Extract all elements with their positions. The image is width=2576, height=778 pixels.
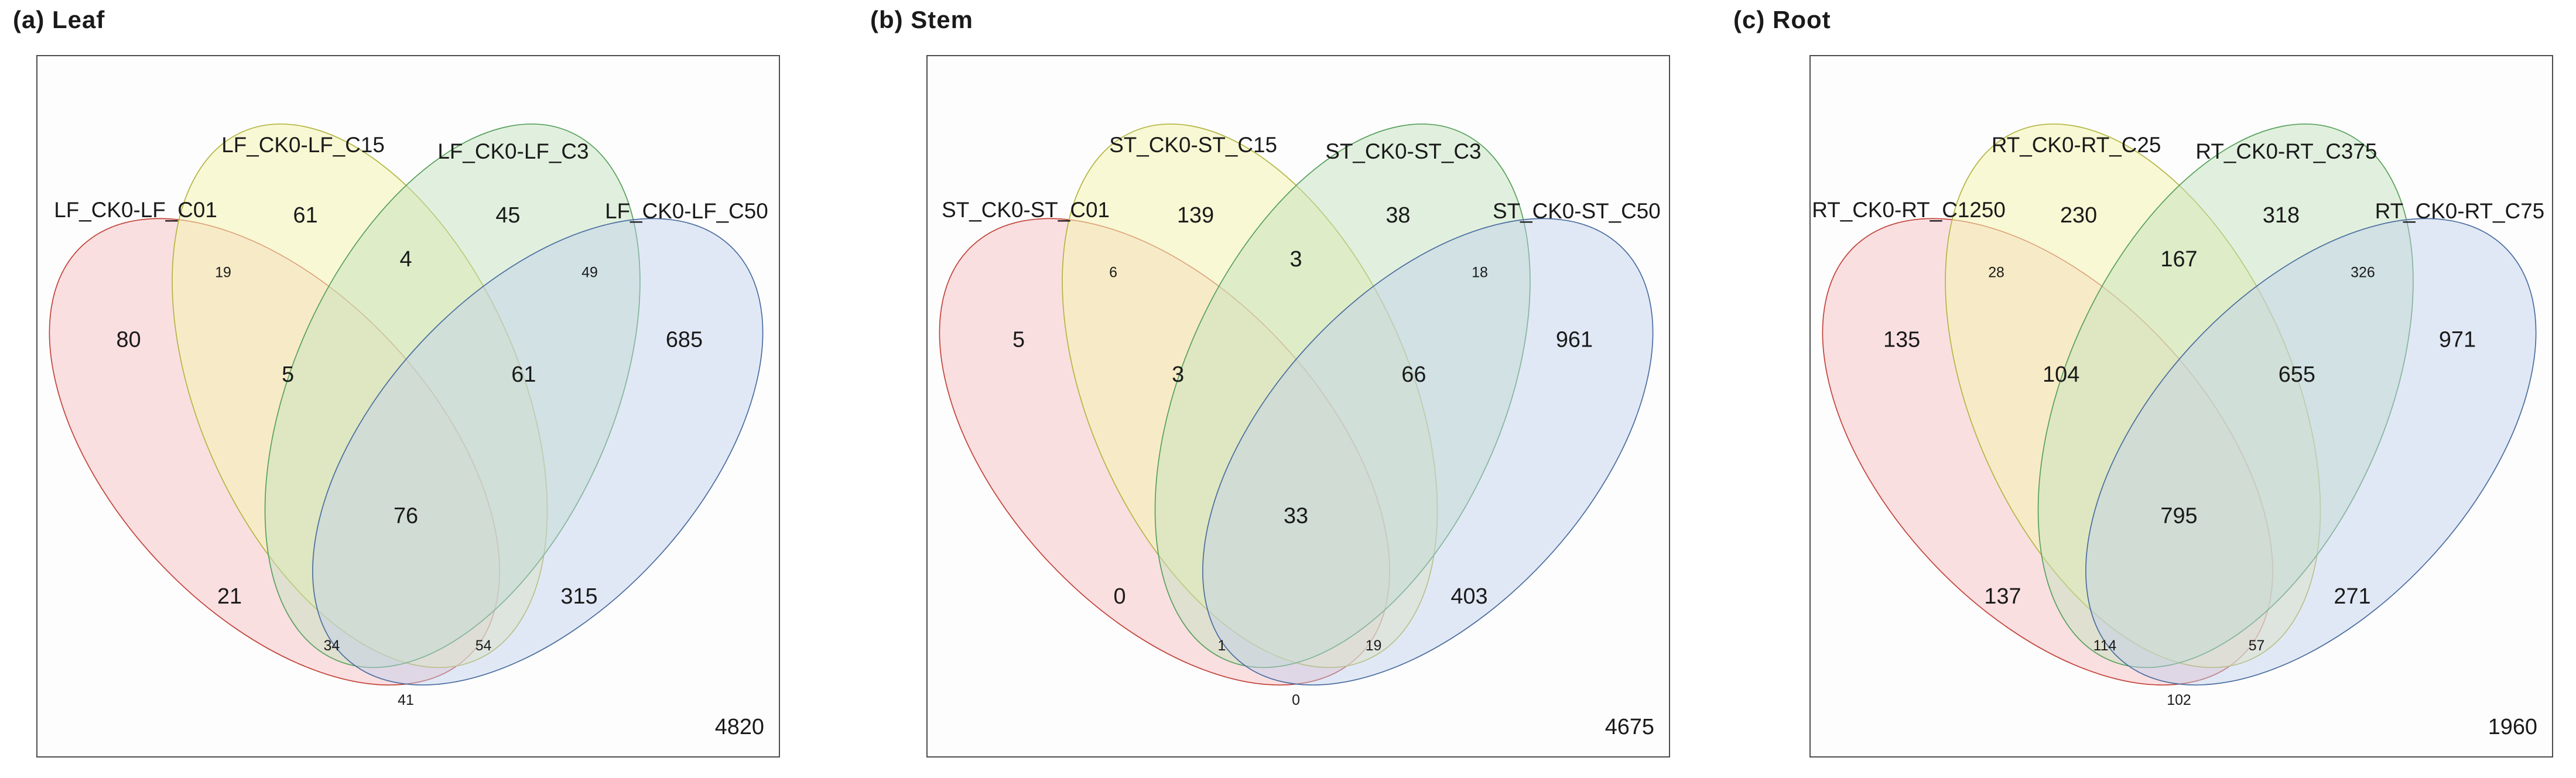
venn-diagram-stem: ST_CK0-ST_C01 ST_CK0-ST_C15 ST_CK0-ST_C3ST… <box>939 124 1661 739</box>
venn-ellipse-set4 <box>2085 218 2537 686</box>
region-count-AB: 28 <box>1988 264 2004 280</box>
region-count-AD: 102 <box>2167 692 2191 708</box>
set-label-2: ST_CK0-ST_C15 <box>1109 133 1277 157</box>
venn-ellipse-set4 <box>1202 218 1654 686</box>
region-count-A: 5 <box>1012 327 1025 352</box>
set-label-4: ST_CK0-ST_C50 <box>1493 199 1661 223</box>
region-count-AC: 0 <box>1113 584 1125 609</box>
region-count-BC: 167 <box>2160 247 2197 272</box>
venn-ellipse-set4 <box>312 218 764 686</box>
venn-ellipse-set3 <box>2037 124 2414 669</box>
region-count-CD: 18 <box>1472 264 1488 280</box>
region-count-BC: 4 <box>399 247 412 272</box>
region-count-AB: 19 <box>215 264 231 280</box>
region-count-C: 318 <box>2263 203 2300 228</box>
region-count-B: 139 <box>1177 203 1214 228</box>
outside-count: 4675 <box>1605 715 1654 739</box>
region-count-A: 135 <box>1883 327 1920 352</box>
region-count-ABC: 3 <box>1172 362 1184 387</box>
venn-diagram-leaf: LF_CK0-LF_C01 LF_CK0-LF_C15 LF_CK0-LF_C3LF… <box>49 124 768 739</box>
set-label-2: LF_CK0-LF_C15 <box>221 133 385 157</box>
region-count-CD: 49 <box>581 264 598 280</box>
region-count-D: 961 <box>1556 327 1593 352</box>
set-label-1: ST_CK0-ST_C01 <box>942 198 1110 222</box>
outside-count: 4820 <box>715 715 764 739</box>
region-count-BD: 315 <box>560 584 597 609</box>
region-count-ABC: 104 <box>2043 362 2079 387</box>
outside-count: 1960 <box>2488 715 2537 739</box>
region-count-ABCD: 33 <box>1284 503 1308 528</box>
region-count-D: 971 <box>2439 327 2476 352</box>
region-count-D: 685 <box>666 327 703 352</box>
region-count-ABD: 54 <box>475 638 492 654</box>
region-count-BD: 271 <box>2334 584 2370 609</box>
region-count-ABCD: 76 <box>394 503 418 528</box>
region-count-AB: 6 <box>1109 264 1117 280</box>
region-count-BCD: 61 <box>511 362 536 387</box>
set-label-4: LF_CK0-LF_C50 <box>605 199 768 223</box>
set-label-3: ST_CK0-ST_C3 <box>1325 139 1481 163</box>
panel-title-leaf: (a) Leaf <box>13 6 105 33</box>
venn-plot-box-root: RT_CK0-RT_C1250 RT_CK0-RT_C25 RT_CK0-RT_C3… <box>1809 55 2553 758</box>
set-label-3: LF_CK0-LF_C3 <box>437 139 589 163</box>
region-count-BCD: 66 <box>1401 362 1426 387</box>
region-count-ACD: 1 <box>1218 638 1226 654</box>
region-count-C: 38 <box>1386 203 1410 228</box>
set-label-4: RT_CK0-RT_C75 <box>2375 199 2545 223</box>
set-label-1: LF_CK0-LF_C01 <box>54 198 217 222</box>
venn-diagram-root: RT_CK0-RT_C1250 RT_CK0-RT_C25 RT_CK0-RT_C3… <box>1812 124 2545 739</box>
region-count-ACD: 114 <box>2093 638 2117 654</box>
region-count-BD: 403 <box>1451 584 1487 609</box>
set-label-1: RT_CK0-RT_C1250 <box>1812 198 2006 222</box>
region-count-AC: 137 <box>1984 584 2021 609</box>
region-count-AD: 41 <box>398 692 414 708</box>
set-label-2: RT_CK0-RT_C25 <box>1992 133 2161 157</box>
region-count-ABC: 5 <box>282 362 294 387</box>
set-label-3: RT_CK0-RT_C375 <box>2195 139 2377 163</box>
region-count-A: 80 <box>117 327 141 352</box>
region-count-B: 61 <box>293 203 318 228</box>
region-count-BC: 3 <box>1289 247 1302 272</box>
region-count-ABD: 57 <box>2249 638 2265 654</box>
region-count-B: 230 <box>2060 203 2097 228</box>
region-count-CD: 326 <box>2351 264 2375 280</box>
region-count-C: 45 <box>495 203 520 228</box>
region-count-ACD: 34 <box>324 638 340 654</box>
region-count-ABD: 19 <box>1366 638 1382 654</box>
region-count-AD: 0 <box>1292 692 1300 708</box>
venn-ellipse-set3 <box>1154 124 1531 669</box>
region-count-BCD: 655 <box>2279 362 2315 387</box>
region-count-ABCD: 795 <box>2160 503 2197 528</box>
panel-title-stem: (b) Stem <box>870 6 973 33</box>
region-count-AC: 21 <box>217 584 242 609</box>
venn-ellipse-set3 <box>264 124 641 669</box>
panel-title-root: (c) Root <box>1733 6 1831 33</box>
